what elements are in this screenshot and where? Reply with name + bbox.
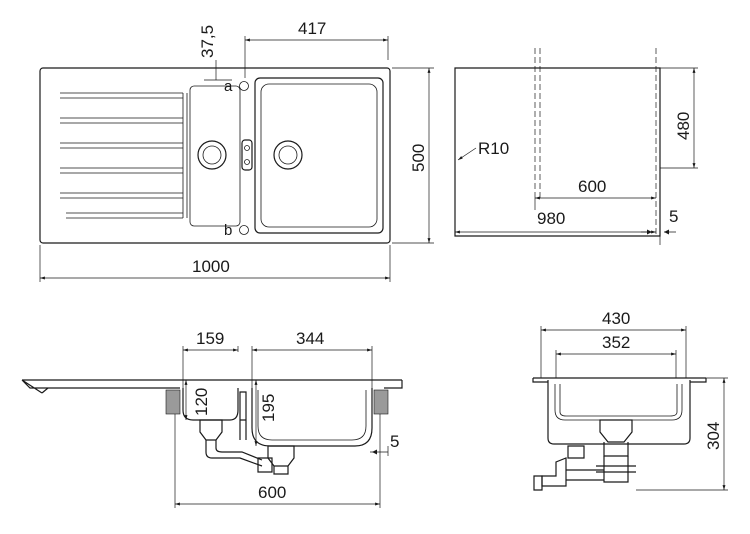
tap-hole-b bbox=[239, 225, 249, 235]
dim-end-depth: 304 bbox=[704, 422, 723, 450]
small-bowl bbox=[189, 85, 241, 227]
dim-small-depth: 120 bbox=[192, 388, 211, 416]
dim-main-bowl: 344 bbox=[296, 329, 324, 348]
sink-outline bbox=[39, 67, 391, 244]
dim-cutout-height: 480 bbox=[674, 112, 693, 140]
cutout-view: 480 R10 600 980 5 bbox=[454, 48, 698, 245]
counter-right bbox=[373, 389, 389, 415]
tap-hole-a bbox=[239, 81, 249, 91]
main-bowl bbox=[254, 77, 384, 234]
side-view: 159 344 120 195 5 600 bbox=[21, 329, 403, 508]
dim-width-total: 1000 bbox=[192, 257, 230, 276]
dim-cabinet: 600 bbox=[258, 483, 286, 502]
dim-inner-width: 600 bbox=[578, 177, 606, 196]
point-a-label: a bbox=[224, 78, 233, 95]
drainer-grooves bbox=[60, 92, 188, 219]
dim-radius: R10 bbox=[478, 139, 509, 158]
point-b-label: b bbox=[224, 222, 232, 239]
top-view: a b 417 37,5 500 1000 bbox=[39, 19, 434, 282]
overflow bbox=[241, 139, 253, 171]
dim-offset: 37,5 bbox=[198, 25, 217, 58]
dim-cutout-width: 980 bbox=[537, 209, 565, 228]
small-drain-body bbox=[199, 419, 223, 441]
small-drain bbox=[197, 140, 227, 170]
dim-bowl-width: 417 bbox=[298, 19, 326, 38]
dim-main-depth: 195 bbox=[259, 394, 278, 422]
main-drain bbox=[273, 140, 303, 170]
end-drain bbox=[599, 419, 633, 443]
dim-gap: 5 bbox=[669, 207, 678, 226]
dim-overhang: 5 bbox=[390, 432, 399, 451]
end-view: 430 352 304 bbox=[532, 309, 728, 491]
dim-height-total: 500 bbox=[409, 144, 428, 172]
end-trap bbox=[566, 469, 604, 481]
counter-left bbox=[165, 389, 181, 415]
dim-end-outer: 430 bbox=[602, 309, 630, 328]
dim-end-inner: 352 bbox=[602, 333, 630, 352]
dim-small-bowl: 159 bbox=[196, 329, 224, 348]
